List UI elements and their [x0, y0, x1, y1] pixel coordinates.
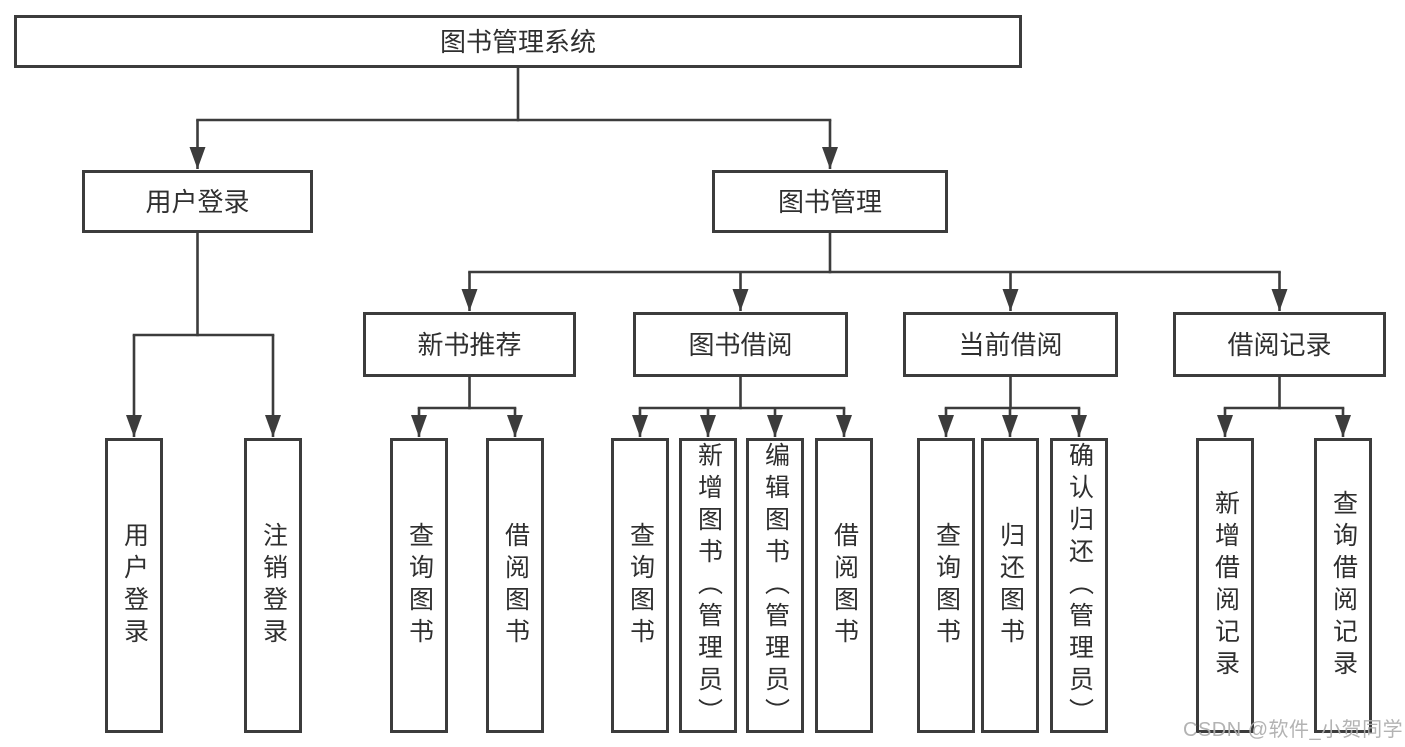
leaf-borrow-add-books-admin: 新增图书（管理员） — [679, 438, 737, 733]
leaf-borrow-borrow-books: 借阅图书 — [815, 438, 873, 733]
leaf-current-confirm-return-admin: 确认归还（管理员） — [1050, 438, 1108, 733]
leaf-logout: 注销登录 — [244, 438, 302, 733]
node-borrow-records: 借阅记录 — [1173, 312, 1386, 377]
connector-rails — [132, 118, 1345, 410]
leaf-current-return-books: 归还图书 — [981, 438, 1039, 733]
node-new-book-recommend: 新书推荐 — [363, 312, 576, 377]
node-current-borrow: 当前借阅 — [903, 312, 1118, 377]
node-book-management: 图书管理 — [712, 170, 948, 233]
leaf-recommend-borrow-books: 借阅图书 — [486, 438, 544, 733]
node-book-borrow: 图书借阅 — [633, 312, 848, 377]
leaf-records-query-borrow-record: 查询借阅记录 — [1314, 438, 1372, 733]
connector-stems — [196, 68, 1281, 410]
leaf-current-query-books: 查询图书 — [917, 438, 975, 733]
csdn-watermark: CSDN @软件_小贺同学 — [1183, 719, 1404, 741]
leaf-records-add-borrow-record: 新增借阅记录 — [1196, 438, 1254, 733]
leaf-borrow-edit-books-admin: 编辑图书（管理员） — [746, 438, 804, 733]
leaf-user-login: 用户登录 — [105, 438, 163, 733]
leaf-recommend-query-books: 查询图书 — [390, 438, 448, 733]
connector-arrows — [126, 120, 1351, 437]
node-user-login: 用户登录 — [82, 170, 313, 233]
leaf-borrow-query-books: 查询图书 — [611, 438, 669, 733]
node-library-management-system: 图书管理系统 — [14, 15, 1022, 68]
